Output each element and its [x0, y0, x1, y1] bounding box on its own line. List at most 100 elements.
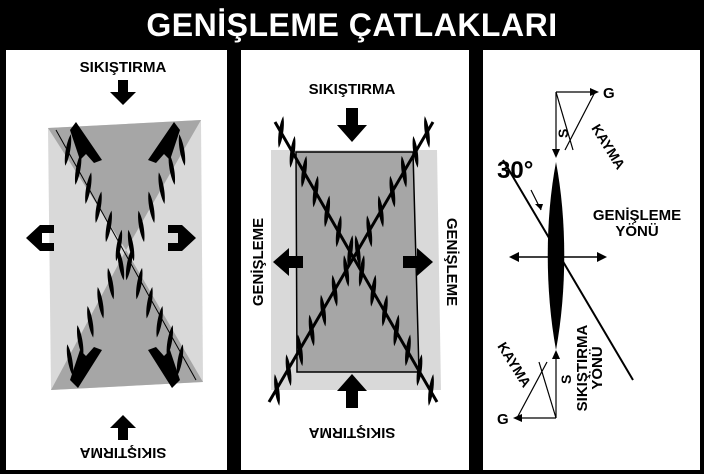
top-slip-vector — [564, 91, 596, 151]
fracture-lens — [308, 314, 315, 347]
extension-direction-line2: YÖNÜ — [615, 223, 658, 240]
shear-plane-line — [502, 159, 634, 381]
fracture-lens — [105, 210, 112, 243]
fracture-lens — [320, 294, 327, 327]
fracture-lens — [107, 267, 114, 300]
fracture-lens — [297, 334, 303, 367]
fracture-lens — [405, 334, 411, 367]
panel-compression-shear: SIKIŞTIRMA SIKIŞTIRMA — [6, 50, 227, 470]
fracture-lens — [393, 314, 400, 347]
fracture-lens — [274, 374, 280, 406]
label-compression-top: SIKIŞTIRMA — [80, 59, 167, 76]
fracture-lens — [331, 274, 338, 307]
panel-extension-direction: 30° GENİŞLEME YÖNÜ G S KAYMA G S KAYMA S… — [483, 50, 700, 470]
arrow-up-bottom — [337, 374, 367, 408]
fracture-lens — [97, 286, 104, 319]
arrow-left — [26, 225, 54, 251]
fracture-lens — [343, 255, 350, 287]
fracture-lens — [366, 215, 373, 248]
bottom-kayma-label: KAYMA — [494, 339, 534, 390]
panel2-diagram: SIKIŞTIRMA SIKIŞTIRMA GENİŞLEME GENİŞLEM… — [250, 81, 460, 441]
bottom-s-label: S — [558, 375, 574, 384]
panel1-diagram: SIKIŞTIRMA SIKIŞTIRMA — [26, 59, 203, 461]
fracture-lens — [66, 344, 74, 376]
fracture-lens — [64, 134, 72, 166]
extension-fracture — [547, 162, 565, 350]
fracture-lens — [158, 172, 165, 204]
label-compression-bottom: SIKIŞTIRMA — [80, 444, 167, 461]
fracture-lens — [87, 306, 94, 338]
fracture-set — [274, 116, 434, 406]
bottom-slip-diagonal — [538, 361, 557, 419]
fracture-lens — [401, 155, 407, 188]
fracture-lens — [146, 286, 153, 319]
top-s-label: S — [555, 129, 571, 138]
fracture-lens — [428, 374, 434, 406]
fracture-lens — [301, 155, 307, 188]
fracture-set — [64, 134, 186, 376]
bottom-s-head — [552, 350, 560, 359]
arrow-down-top — [110, 80, 136, 105]
label-extension-right: GENİŞLEME — [443, 218, 460, 306]
label-extension-left: GENİŞLEME — [250, 218, 267, 306]
figure-title: GENİŞLEME ÇATLAKLARI — [146, 6, 558, 43]
arrow-diag-bl — [70, 347, 102, 388]
arrow-left — [273, 248, 303, 276]
fracture-lens — [335, 215, 342, 248]
arrow-right — [168, 225, 196, 251]
fracture-lens — [85, 172, 92, 204]
extension-direction-line1: GENİŞLEME — [593, 207, 681, 224]
arrow-diag-tr — [148, 122, 180, 163]
arrow-diag-br — [148, 347, 180, 388]
angle-arc-head — [535, 204, 543, 210]
fracture-lens — [389, 175, 396, 208]
fracture-lens — [168, 153, 175, 185]
top-slip-diagonal — [555, 91, 574, 151]
extension-arrow-right — [597, 252, 607, 262]
fracture-lens — [125, 248, 133, 281]
fracture-lens — [136, 267, 143, 300]
compression-direction-line2: YÖNÜ — [589, 346, 606, 389]
fracture-lens — [347, 235, 354, 267]
fracture-lens — [77, 325, 84, 357]
fracture-lens — [176, 344, 184, 376]
arrow-up-bottom — [110, 415, 136, 440]
top-s-head — [552, 149, 560, 158]
fracture-lens — [75, 153, 82, 185]
fracture-lens — [377, 195, 384, 228]
fracture-lens — [412, 136, 419, 168]
arrow-diag-tl — [70, 122, 102, 163]
arrow-down-top — [337, 108, 367, 142]
fracture-lens — [156, 306, 163, 338]
compression-direction-line1: SIKIŞTIRMA — [574, 325, 591, 412]
arrow-right — [403, 248, 433, 276]
panel-conjugate-shear: SIKIŞTIRMA SIKIŞTIRMA GENİŞLEME GENİŞLEM… — [241, 50, 469, 470]
fracture-lens — [127, 229, 135, 262]
fracture-lens — [289, 136, 296, 168]
fracture-lens — [138, 210, 145, 243]
fracture-lens — [148, 191, 155, 224]
fracture-lens — [178, 134, 186, 166]
fracture-lens — [312, 175, 319, 208]
fracture-lens — [416, 354, 423, 386]
fracture-lens — [370, 274, 377, 307]
bottom-g-label: G — [497, 411, 509, 428]
extension-arrow-left — [509, 252, 519, 262]
fracture-lens — [424, 116, 430, 148]
top-kayma-label: KAYMA — [588, 121, 628, 172]
fracture-lens — [278, 116, 284, 148]
fracture-lens — [381, 294, 388, 327]
fracture-lens — [358, 255, 365, 287]
fracture-lens — [117, 248, 125, 281]
angle-label: 30° — [497, 157, 533, 184]
top-g-label: G — [603, 85, 615, 102]
fracture-lens — [166, 325, 173, 357]
fracture-lens — [95, 191, 102, 224]
fracture-lens — [324, 195, 331, 228]
fracture-lens — [285, 354, 292, 386]
panel3-diagram: 30° GENİŞLEME YÖNÜ G S KAYMA G S KAYMA S… — [494, 85, 681, 428]
fracture-lens — [115, 229, 123, 262]
label-compression-top: SIKIŞTIRMA — [309, 81, 396, 98]
fracture-lens — [354, 235, 361, 267]
